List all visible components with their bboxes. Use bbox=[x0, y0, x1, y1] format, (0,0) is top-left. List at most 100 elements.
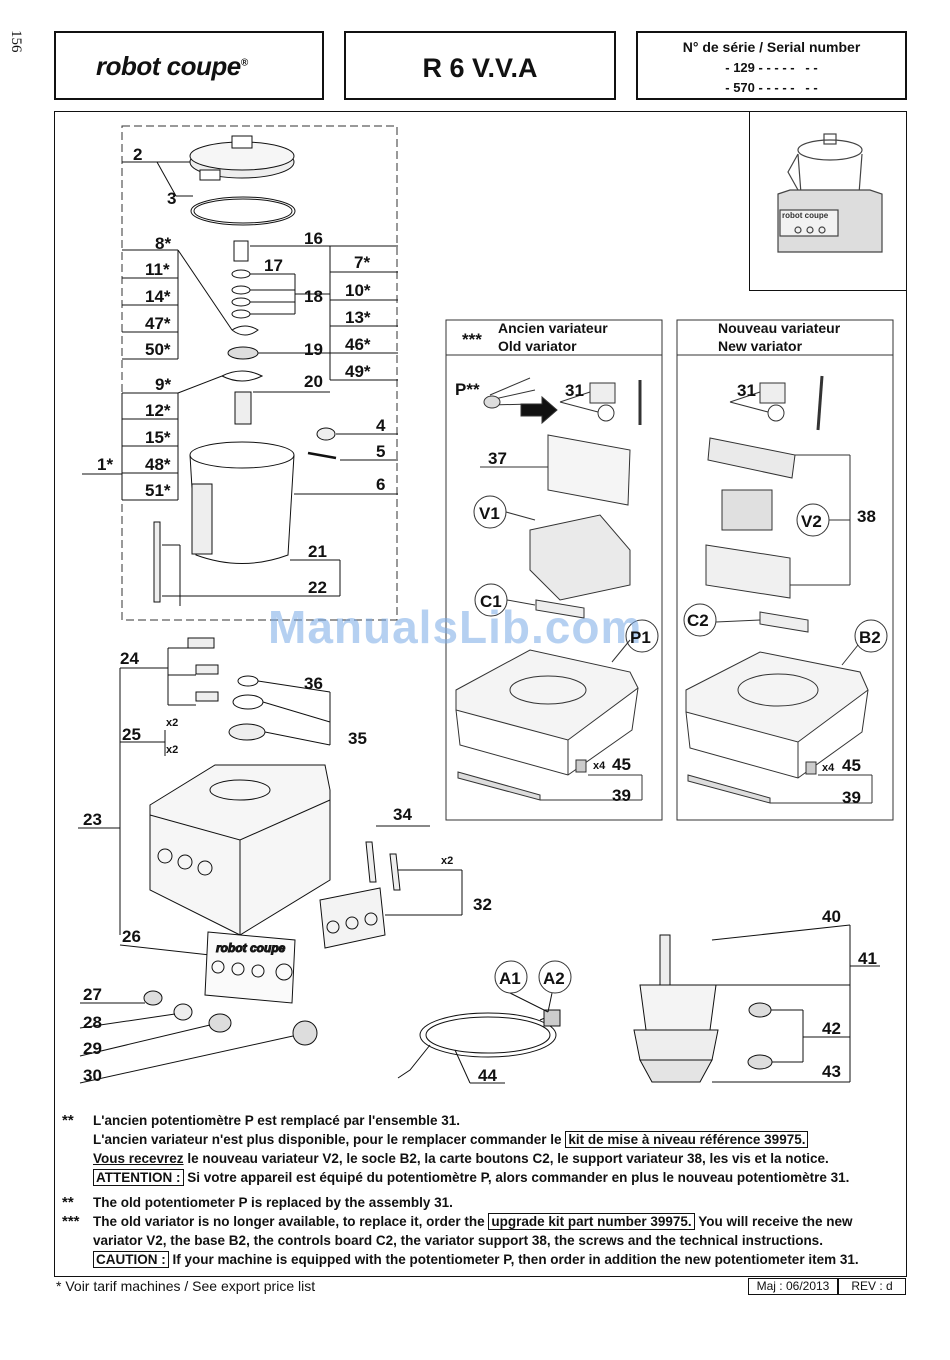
label-5: 5 bbox=[376, 442, 386, 461]
old-variator-title-en: Old variator bbox=[498, 338, 577, 354]
label-10: 10* bbox=[345, 281, 371, 300]
label-B2: B2 bbox=[859, 628, 881, 647]
label-48: 48* bbox=[145, 455, 171, 474]
label-A1: A1 bbox=[499, 969, 521, 988]
label-13: 13* bbox=[345, 308, 371, 327]
label-28: 28 bbox=[83, 1013, 102, 1032]
serial-range-1: - 129 - - - - - - - bbox=[725, 60, 818, 75]
label-41: 41 bbox=[858, 949, 877, 968]
new-variator-title-en: New variator bbox=[718, 338, 803, 354]
label-43: 43 bbox=[822, 1062, 841, 1081]
label-x2-c: x2 bbox=[441, 855, 454, 867]
label-31-old: 31 bbox=[565, 381, 584, 400]
notes-fr-line-2: L'ancien variateur n'est plus disponible… bbox=[93, 1132, 562, 1147]
label-15: 15* bbox=[145, 428, 171, 447]
label-7: 7* bbox=[354, 253, 371, 272]
footer-maj: Maj : 06/2013 bbox=[756, 1279, 830, 1293]
label-21: 21 bbox=[308, 542, 327, 561]
label-11: 11* bbox=[145, 260, 170, 279]
label-12: 12* bbox=[145, 401, 171, 420]
notes-fr: ** L'ancien potentiomètre P est remplacé … bbox=[62, 1111, 849, 1187]
label-19: 19 bbox=[304, 340, 323, 359]
label-16: 16 bbox=[304, 229, 323, 248]
label-45-old: 45 bbox=[612, 755, 631, 774]
brand-logo: robot coupe® bbox=[96, 51, 248, 81]
machine-thumbnail-image: robot coupe bbox=[777, 133, 883, 253]
label-18: 18 bbox=[304, 287, 323, 306]
label-C1: C1 bbox=[480, 592, 502, 611]
serial-range-2: - 570 - - - - - - - bbox=[725, 80, 818, 95]
label-29: 29 bbox=[83, 1039, 102, 1058]
notes-fr-line-4: Si votre appareil est équipé du potentio… bbox=[187, 1170, 850, 1185]
label-P1: P1 bbox=[630, 628, 651, 647]
svg-text:robot coupe: robot coupe bbox=[216, 941, 286, 955]
notes-fr-line-3b: le nouveau variateur V2, le socle B2, la… bbox=[183, 1151, 829, 1166]
svg-text:robot coupe: robot coupe bbox=[782, 211, 829, 220]
label-x4-new: x4 bbox=[822, 762, 835, 774]
footer-maj-box: Maj : 06/2013 bbox=[748, 1278, 838, 1295]
label-27: 27 bbox=[83, 985, 102, 1004]
label-35: 35 bbox=[348, 729, 367, 748]
label-P-star: P** bbox=[455, 380, 480, 399]
label-36: 36 bbox=[304, 674, 323, 693]
label-38: 38 bbox=[857, 507, 876, 526]
label-20: 20 bbox=[304, 372, 323, 391]
label-3: 3 bbox=[167, 189, 177, 208]
notes-en-line-2c: You will receive the new bbox=[698, 1214, 853, 1229]
model-title: R 6 V.V.A bbox=[422, 53, 538, 83]
notes-fr-stars: ** bbox=[62, 1112, 74, 1129]
label-34: 34 bbox=[393, 805, 412, 824]
footer-price-note: * Voir tarif machines / See export price… bbox=[56, 1278, 316, 1294]
notes-fr-line-3a: Vous recevrez bbox=[93, 1151, 184, 1166]
label-24: 24 bbox=[120, 649, 139, 668]
label-44: 44 bbox=[478, 1066, 497, 1085]
serial-box: N° de série / Serial number - 129 - - - … bbox=[636, 31, 907, 100]
label-x2-b: x2 bbox=[166, 744, 179, 756]
label-A2: A2 bbox=[543, 969, 565, 988]
label-40: 40 bbox=[822, 907, 841, 926]
machine-thumbnail-box: robot coupe bbox=[749, 111, 907, 291]
notes-fr-kit-ref: kit de mise à niveau référence 39975. bbox=[565, 1131, 809, 1148]
label-22: 22 bbox=[308, 578, 327, 597]
label-4: 4 bbox=[376, 416, 386, 435]
label-50: 50* bbox=[145, 340, 171, 359]
label-25: 25 bbox=[122, 725, 141, 744]
brand-box: robot coupe® bbox=[54, 31, 324, 100]
label-37: 37 bbox=[488, 449, 507, 468]
label-x4-old: x4 bbox=[593, 760, 606, 772]
notes-en-stars-3: *** bbox=[62, 1213, 80, 1230]
label-45-new: 45 bbox=[842, 756, 861, 775]
label-C2: C2 bbox=[687, 611, 709, 630]
footer-rev-box: REV : d bbox=[838, 1278, 906, 1295]
label-x2-a: x2 bbox=[166, 717, 179, 729]
label-6: 6 bbox=[376, 475, 386, 494]
notes-en-line-4: If your machine is equipped with the pot… bbox=[172, 1252, 859, 1267]
footer-rev: REV : d bbox=[851, 1279, 893, 1293]
notes-fr-line-1: L'ancien potentiomètre P est remplacé pa… bbox=[93, 1113, 461, 1128]
label-14: 14* bbox=[145, 287, 171, 306]
serial-title: N° de série / Serial number bbox=[682, 39, 861, 55]
label-2: 2 bbox=[133, 145, 143, 164]
old-variator-title-fr: Ancien variateur bbox=[498, 320, 608, 336]
notes-en: ** The old potentiometer P is replaced by… bbox=[62, 1193, 859, 1269]
label-51: 51* bbox=[145, 481, 171, 500]
label-31-new: 31 bbox=[737, 381, 756, 400]
label-30: 30 bbox=[83, 1066, 102, 1085]
label-8: 8* bbox=[155, 234, 172, 253]
label-39-new: 39 bbox=[842, 788, 861, 807]
label-23: 23 bbox=[83, 810, 102, 829]
label-V2: V2 bbox=[801, 512, 822, 531]
notes-en-line-2a: The old variator is no longer available,… bbox=[93, 1214, 485, 1229]
notes-en-caution: CAUTION : bbox=[93, 1251, 169, 1268]
notes-fr-attention: ATTENTION : bbox=[93, 1169, 184, 1186]
notes-en-line-1: The old potentiometer P is replaced by t… bbox=[93, 1195, 453, 1210]
notes-en-stars-2: ** bbox=[62, 1194, 74, 1211]
notes-en-line-3: variator V2, the base B2, the controls b… bbox=[93, 1233, 823, 1248]
label-26: 26 bbox=[122, 927, 141, 946]
new-variator-title-fr: Nouveau variateur bbox=[718, 320, 841, 336]
label-47: 47* bbox=[145, 314, 171, 333]
old-variator-stars: *** bbox=[462, 330, 482, 349]
label-46: 46* bbox=[345, 335, 371, 354]
label-49: 49* bbox=[345, 362, 371, 381]
